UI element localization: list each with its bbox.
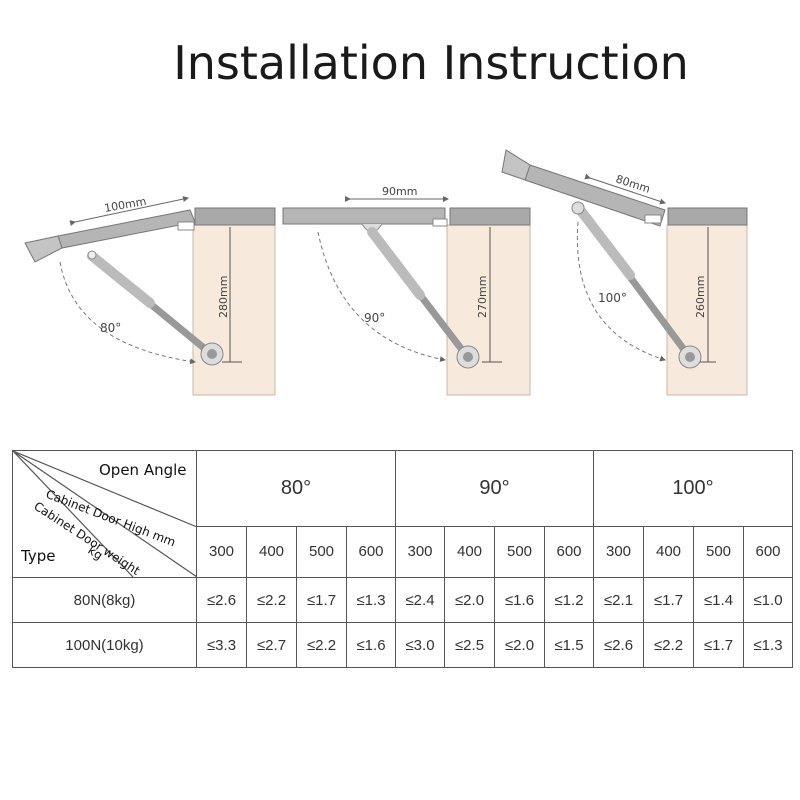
door-edge	[24, 235, 63, 263]
diagram-90-degree	[282, 196, 531, 396]
value-cell: ≤2.0	[494, 622, 545, 668]
load-table: Open Angle Cabinet Door High mm Cabinet …	[12, 450, 793, 668]
value-cell: ≤2.6	[593, 622, 644, 668]
value-cell: ≤3.0	[395, 622, 445, 668]
height-cell: 400	[444, 525, 495, 579]
value-cell: ≤3.3	[196, 622, 247, 668]
table-corner-header: Open Angle Cabinet Door High mm Cabinet …	[12, 450, 197, 578]
value-cell: ≤1.7	[296, 577, 347, 623]
height-cell: 600	[346, 525, 396, 579]
value-cell: ≤2.2	[643, 622, 694, 668]
page-title: Installation Instruction	[173, 36, 689, 90]
value-cell: ≤2.5	[444, 622, 495, 668]
angle-arc	[59, 261, 196, 365]
value-cell: ≤1.2	[544, 577, 594, 623]
type-label: Type	[21, 547, 56, 565]
cabinet-door	[282, 207, 446, 225]
type-cell: 80N(8kg)	[12, 577, 197, 623]
width-label: 90mm	[382, 185, 417, 198]
value-cell: ≤1.4	[693, 577, 744, 623]
value-cell: ≤2.2	[296, 622, 347, 668]
value-cell: ≤1.0	[743, 577, 793, 623]
hinge-plate	[177, 221, 195, 231]
angle-label: 90°	[364, 311, 385, 325]
height-cell: 300	[593, 525, 644, 579]
height-cell: 600	[743, 525, 793, 579]
value-cell: ≤1.6	[346, 622, 396, 668]
cabinet-top	[667, 207, 748, 226]
value-cell: ≤1.7	[643, 577, 694, 623]
angle-label: 80°	[100, 321, 121, 335]
cabinet-side	[666, 224, 748, 396]
height-cell: 600	[544, 525, 594, 579]
diagram-80-degree	[24, 196, 276, 396]
door-edge	[501, 149, 531, 181]
height-cell: 300	[196, 525, 247, 579]
angle-label: 100°	[598, 291, 627, 305]
value-cell: ≤1.3	[346, 577, 396, 623]
height-cell: 500	[693, 525, 744, 579]
angle-header-90: 90°	[395, 450, 594, 527]
value-cell: ≤2.1	[593, 577, 644, 623]
height-label: 280mm	[217, 276, 230, 318]
open-angle-label: Open Angle	[99, 461, 187, 479]
hinge-plate	[432, 218, 448, 227]
cabinet-top	[449, 207, 531, 226]
value-cell: ≤1.7	[693, 622, 744, 668]
installation-diagrams: 100mm 280mm 80° 90mm 270mm 90° 80mm 260m…	[24, 149, 748, 396]
height-cell: 500	[494, 525, 545, 579]
height-cell: 400	[643, 525, 694, 579]
height-label: 260mm	[694, 276, 707, 318]
diagram-100-degree	[501, 149, 748, 396]
height-label: 270mm	[476, 276, 489, 318]
width-label: 100mm	[103, 195, 147, 215]
value-cell: ≤1.3	[743, 622, 793, 668]
cabinet-top	[194, 207, 276, 226]
cabinet-side	[192, 224, 276, 396]
value-cell: ≤2.0	[444, 577, 495, 623]
value-cell: ≤2.6	[196, 577, 247, 623]
hinge-plate	[644, 214, 662, 224]
value-cell: ≤2.7	[246, 622, 297, 668]
height-cell: 300	[395, 525, 445, 579]
angle-header-80: 80°	[196, 450, 396, 527]
value-cell: ≤1.6	[494, 577, 545, 623]
angle-header-100: 100°	[593, 450, 793, 527]
width-dimension-line	[584, 173, 666, 205]
type-cell: 100N(10kg)	[12, 622, 197, 668]
value-cell: ≤1.5	[544, 622, 594, 668]
height-cell: 400	[246, 525, 297, 579]
corner-diagonals	[13, 451, 197, 577]
height-cell: 500	[296, 525, 347, 579]
width-dimension-line	[69, 196, 189, 226]
table-row: 100N(10kg) ≤3.3 ≤2.7 ≤2.2 ≤1.6 ≤3.0 ≤2.5…	[12, 622, 793, 668]
value-cell: ≤2.4	[395, 577, 445, 623]
cabinet-side	[446, 224, 531, 396]
cabinet-door	[57, 209, 196, 249]
table-row: 80N(8kg) ≤2.6 ≤2.2 ≤1.7 ≤1.3 ≤2.4 ≤2.0 ≤…	[12, 577, 793, 623]
value-cell: ≤2.2	[246, 577, 297, 623]
angle-arc	[576, 221, 666, 362]
